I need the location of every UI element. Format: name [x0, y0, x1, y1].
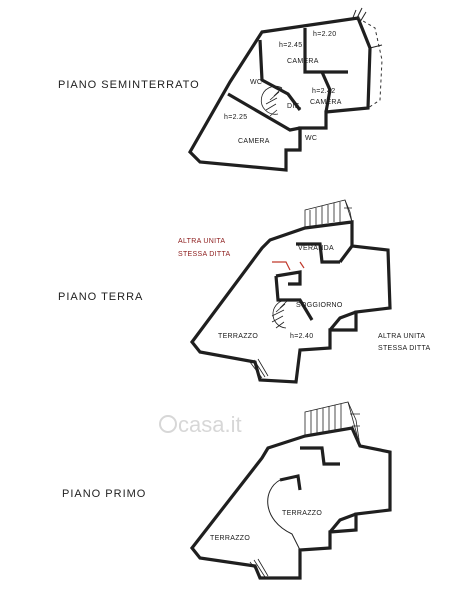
basement-stair-top: [351, 7, 367, 23]
basement-dashed-outline: [357, 17, 383, 109]
first-stair-block: [304, 401, 361, 447]
ground-title: PIANO TERRA: [58, 291, 143, 303]
ground-stair-block: [304, 199, 353, 229]
first-title: PIANO PRIMO: [62, 488, 146, 500]
basement-room-wc-2: WC: [305, 135, 317, 142]
basement-room-camera-3: CAMERA: [238, 138, 270, 145]
first-room-terrazzo-1: TERRAZZO: [282, 510, 322, 517]
basement-room-camera-2: CAMERA: [310, 99, 342, 106]
ground-room-soggiorno: SOGGIORNO: [296, 302, 343, 309]
basement-height-4: h=2.25: [224, 114, 247, 121]
ground-height: h=2.40: [290, 333, 313, 340]
basement-height-2: h=2.20: [313, 31, 336, 38]
ground-note-2b: STESSA DITTA: [378, 345, 431, 352]
basement-title: PIANO SEMINTERRATO: [58, 79, 200, 91]
ground-room-terrazzo: TERRAZZO: [218, 333, 258, 340]
basement-height-3: h=2.42: [312, 88, 335, 95]
basement-height-1: h=2.45: [279, 42, 302, 49]
first-wall-b: [279, 474, 302, 491]
first-curved-wall: [267, 479, 301, 551]
watermark-text: casa.it: [178, 412, 242, 437]
ground-red-marks: [272, 261, 305, 271]
first-room-terrazzo-2: TERRAZZO: [210, 535, 250, 542]
basement-room-dis: DIS.: [287, 103, 302, 110]
first-outer-wall: [189, 426, 392, 580]
first-wall-c: [328, 512, 357, 534]
first-wall-a: [300, 446, 340, 466]
basement-wall-a: [303, 28, 348, 74]
first-floor-plan: PIANO PRIMO TERRAZZO TERRAZZO: [62, 401, 392, 580]
basement-room-wc-1: WC: [250, 79, 262, 86]
ground-lower-stair: [249, 358, 269, 379]
ground-note-1a: ALTRA UNITA: [178, 238, 225, 245]
watermark-logo-icon: [159, 415, 177, 433]
ground-room-veranda: VERANDA: [298, 245, 334, 252]
ground-wall-a: [296, 242, 340, 264]
ground-wall-e: [328, 310, 357, 332]
ground-floor-plan: PIANO TERRA ALTRA UNITA STESSA DITTA ALT…: [58, 199, 431, 384]
basement-room-camera-1: CAMERA: [287, 58, 319, 65]
ground-spiral-stair: [271, 299, 289, 329]
basement-wall-c: [258, 39, 302, 111]
basement-outer-wall: [188, 16, 372, 172]
basement-wall-b: [320, 71, 332, 113]
first-lower-stair: [249, 558, 269, 579]
basement-spiral-stair: [260, 85, 283, 117]
ground-outer-wall: [189, 220, 392, 384]
ground-note-2a: ALTRA UNITA: [378, 333, 425, 340]
ground-wall-b: [275, 270, 302, 286]
basement-wall-d: [227, 92, 301, 132]
ground-wall-d: [274, 275, 314, 321]
basement-ext-line: [369, 44, 383, 49]
basement-plan: PIANO SEMINTERRATO h=2.45 h=2.20 CAMERA …: [58, 7, 383, 172]
ground-wall-c: [338, 245, 354, 263]
ground-note-1b: STESSA DITTA: [178, 251, 231, 258]
